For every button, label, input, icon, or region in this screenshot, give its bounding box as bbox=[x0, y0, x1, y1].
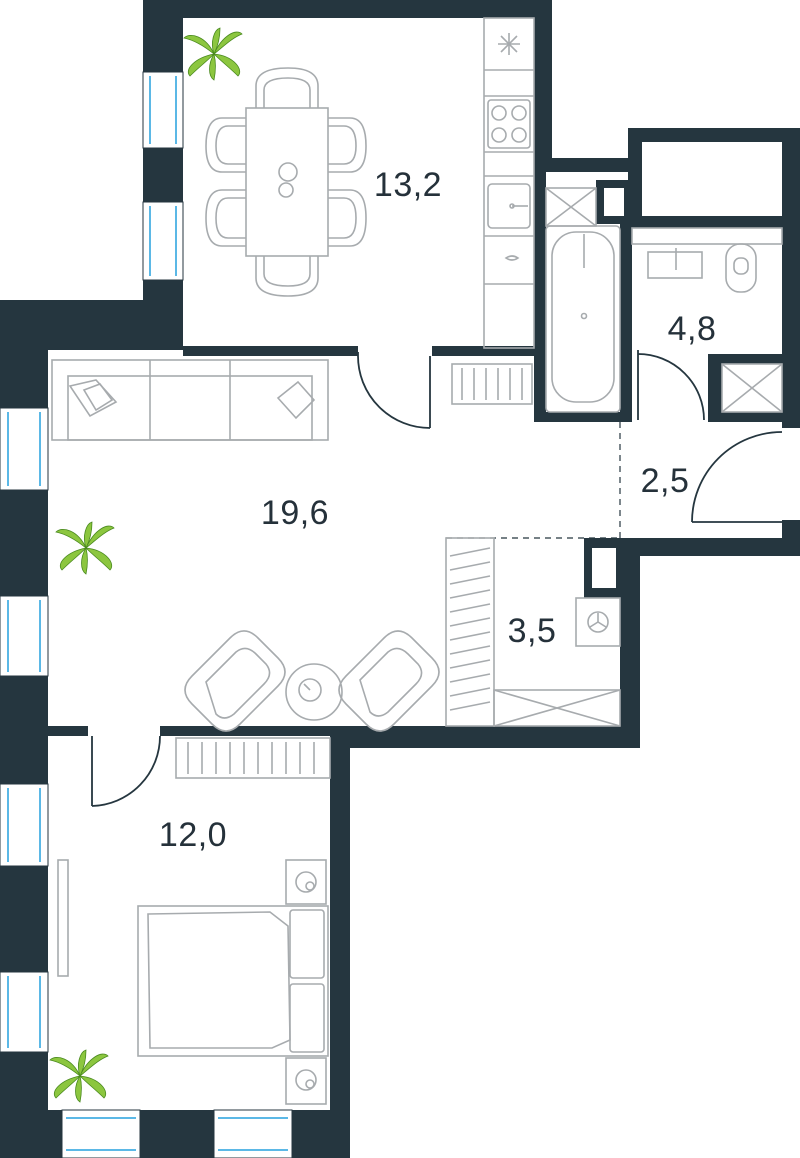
doors bbox=[91, 350, 783, 807]
window-bedroom-2 bbox=[0, 971, 49, 1053]
window-kitchen-2 bbox=[142, 201, 184, 281]
area-label-kitchen: 13,2 bbox=[374, 166, 442, 204]
window-living-2 bbox=[0, 595, 49, 677]
hall-boundary bbox=[446, 422, 621, 539]
window-bedroom-bottom-1 bbox=[61, 1109, 141, 1158]
plant-icon-bedroom bbox=[49, 1049, 109, 1103]
armchair-left-icon bbox=[184, 630, 286, 732]
living-furniture bbox=[51, 359, 440, 732]
radiator-living bbox=[451, 363, 533, 405]
plant-icon-kitchen bbox=[183, 27, 243, 81]
bedroom-furniture bbox=[57, 737, 331, 1105]
bathroom-fixtures bbox=[545, 187, 783, 413]
area-label-bedroom: 12,0 bbox=[159, 816, 227, 854]
chair-icons bbox=[205, 67, 367, 297]
door-bathroom bbox=[637, 350, 705, 421]
area-label-living: 19,6 bbox=[261, 494, 329, 532]
door-bedroom bbox=[91, 735, 161, 807]
area-label-hall: 2,5 bbox=[641, 462, 690, 500]
window-bedroom-1 bbox=[0, 783, 49, 867]
snowflake-icon bbox=[498, 33, 520, 55]
door-kitchen bbox=[357, 352, 431, 429]
kitchen-sink-icon bbox=[487, 183, 531, 229]
area-label-bathroom: 4,8 bbox=[668, 310, 717, 348]
area-label-wardrobe: 3,5 bbox=[508, 612, 557, 650]
kitchen-furniture bbox=[205, 17, 535, 349]
window-living-1 bbox=[0, 407, 49, 491]
windows bbox=[0, 71, 293, 1158]
window-kitchen-1 bbox=[142, 71, 184, 149]
window-bedroom-bottom-2 bbox=[213, 1109, 293, 1158]
door-entrance bbox=[691, 431, 783, 523]
plant-icon-living bbox=[55, 521, 115, 575]
wardrobe-fixtures bbox=[445, 537, 621, 727]
hob-icon bbox=[487, 99, 531, 149]
armchair-right-icon bbox=[338, 630, 440, 732]
